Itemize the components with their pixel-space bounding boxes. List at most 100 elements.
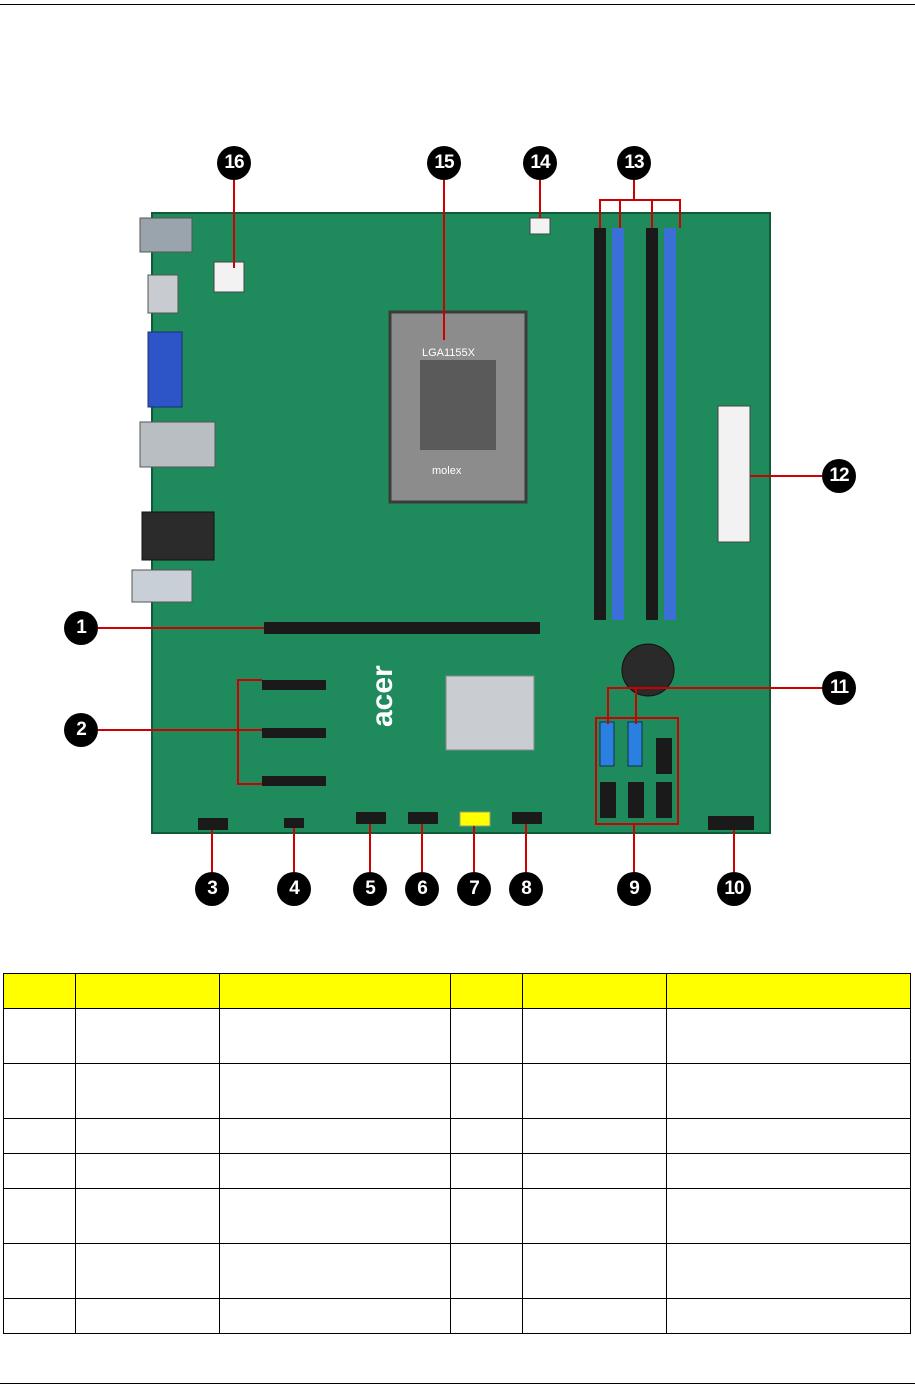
sata-port-black-3	[656, 738, 672, 774]
table-row	[3, 1063, 911, 1119]
table-cell	[666, 1243, 911, 1299]
cpu-socket-brand: molex	[432, 465, 462, 477]
sata-group-outline	[595, 717, 679, 825]
cpu-fan-header	[529, 217, 551, 235]
callout-7: 7	[457, 872, 491, 906]
callout-14: 14	[523, 146, 557, 180]
header-4	[284, 818, 304, 828]
dimm-slot-4	[664, 228, 676, 620]
header-10	[708, 816, 754, 830]
rear-io-lan	[141, 511, 215, 561]
callout-8: 8	[509, 872, 543, 906]
table-header-cell	[3, 973, 76, 1009]
header-3	[198, 818, 228, 830]
pcie-x1-slot-2	[262, 728, 326, 738]
pcie-x16-slot	[264, 622, 540, 634]
callout-5: 5	[353, 872, 387, 906]
cmos-battery	[621, 643, 675, 697]
callout-6: 6	[405, 872, 439, 906]
table-cell	[666, 1298, 911, 1334]
table-row	[3, 1118, 911, 1154]
board-logo: acer	[366, 665, 399, 727]
table-cell	[450, 1188, 523, 1244]
callout-2: 2	[64, 713, 98, 747]
table-cell	[219, 1063, 451, 1119]
table-cell	[219, 1008, 451, 1064]
table-cell	[75, 1153, 220, 1189]
callout-3: 3	[195, 872, 229, 906]
table-cell	[450, 1153, 523, 1189]
table-header-cell	[666, 973, 911, 1009]
header-6	[408, 812, 438, 824]
cpu-socket-label: LGA1155X	[422, 347, 476, 359]
table-row	[3, 1153, 911, 1189]
header-7	[459, 811, 491, 827]
table-cell	[75, 1243, 220, 1299]
table-cell	[75, 1118, 220, 1154]
callout-13: 13	[617, 146, 651, 180]
sata-port-blue-1	[599, 721, 615, 767]
callout-16: 16	[217, 146, 251, 180]
header-5	[356, 812, 386, 824]
table-cell	[75, 1188, 220, 1244]
table-cell	[522, 1298, 667, 1334]
table-cell	[522, 1118, 667, 1154]
callout-1: 1	[64, 611, 98, 645]
table-cell	[666, 1188, 911, 1244]
top-rule	[0, 4, 915, 5]
table-cell	[3, 1153, 76, 1189]
table-cell	[666, 1118, 911, 1154]
table-cell	[450, 1118, 523, 1154]
chipset-heatsink	[445, 675, 535, 751]
sata-port-blue-2	[627, 721, 643, 767]
callout-10: 10	[717, 872, 751, 906]
table-cell	[75, 1298, 220, 1334]
table-header-cell	[75, 973, 220, 1009]
dimm-slot-2	[612, 228, 624, 620]
table-row	[3, 1298, 911, 1334]
bottom-rule	[0, 1383, 915, 1384]
motherboard-figure: LGA1155X molex acer	[64, 146, 856, 906]
rear-io-usb-lan	[139, 421, 216, 468]
table-cell	[522, 1063, 667, 1119]
motherboard-illustration: LGA1155X molex acer	[98, 180, 822, 872]
table-header-cell	[522, 973, 667, 1009]
table-row	[3, 1188, 911, 1244]
table-cell	[219, 1153, 451, 1189]
table-cell	[3, 1118, 76, 1154]
table-cell	[3, 1243, 76, 1299]
table-cell	[219, 1243, 451, 1299]
table-cell	[450, 1063, 523, 1119]
table-cell	[219, 1188, 451, 1244]
table-cell	[3, 1188, 76, 1244]
parts-table	[3, 973, 911, 1334]
table-header-row	[3, 973, 911, 1009]
rear-io-ps2	[139, 217, 193, 253]
header-8	[512, 812, 542, 824]
cpu-socket-pins	[420, 360, 496, 450]
table-cell	[3, 1063, 76, 1119]
callout-12: 12	[822, 459, 856, 493]
table-cell	[666, 1008, 911, 1064]
sata-port-black-1	[600, 782, 616, 818]
table-cell	[219, 1298, 451, 1334]
table-cell	[666, 1063, 911, 1119]
table-cell	[75, 1063, 220, 1119]
rear-io-vga	[147, 331, 183, 408]
callout-15: 15	[427, 146, 461, 180]
callout-11: 11	[822, 671, 856, 705]
table-cell	[450, 1243, 523, 1299]
pcie-x1-slot-3	[262, 776, 326, 786]
table-cell	[522, 1008, 667, 1064]
table-cell	[522, 1153, 667, 1189]
table-cell	[219, 1118, 451, 1154]
table-cell	[450, 1298, 523, 1334]
table-row	[3, 1243, 911, 1299]
rear-io-usb-stack	[147, 274, 179, 314]
callout-9: 9	[617, 872, 651, 906]
table-cell	[450, 1008, 523, 1064]
table-header-cell	[219, 973, 451, 1009]
table-cell	[3, 1008, 76, 1064]
table-cell	[522, 1188, 667, 1244]
dimm-slot-3	[646, 228, 658, 620]
